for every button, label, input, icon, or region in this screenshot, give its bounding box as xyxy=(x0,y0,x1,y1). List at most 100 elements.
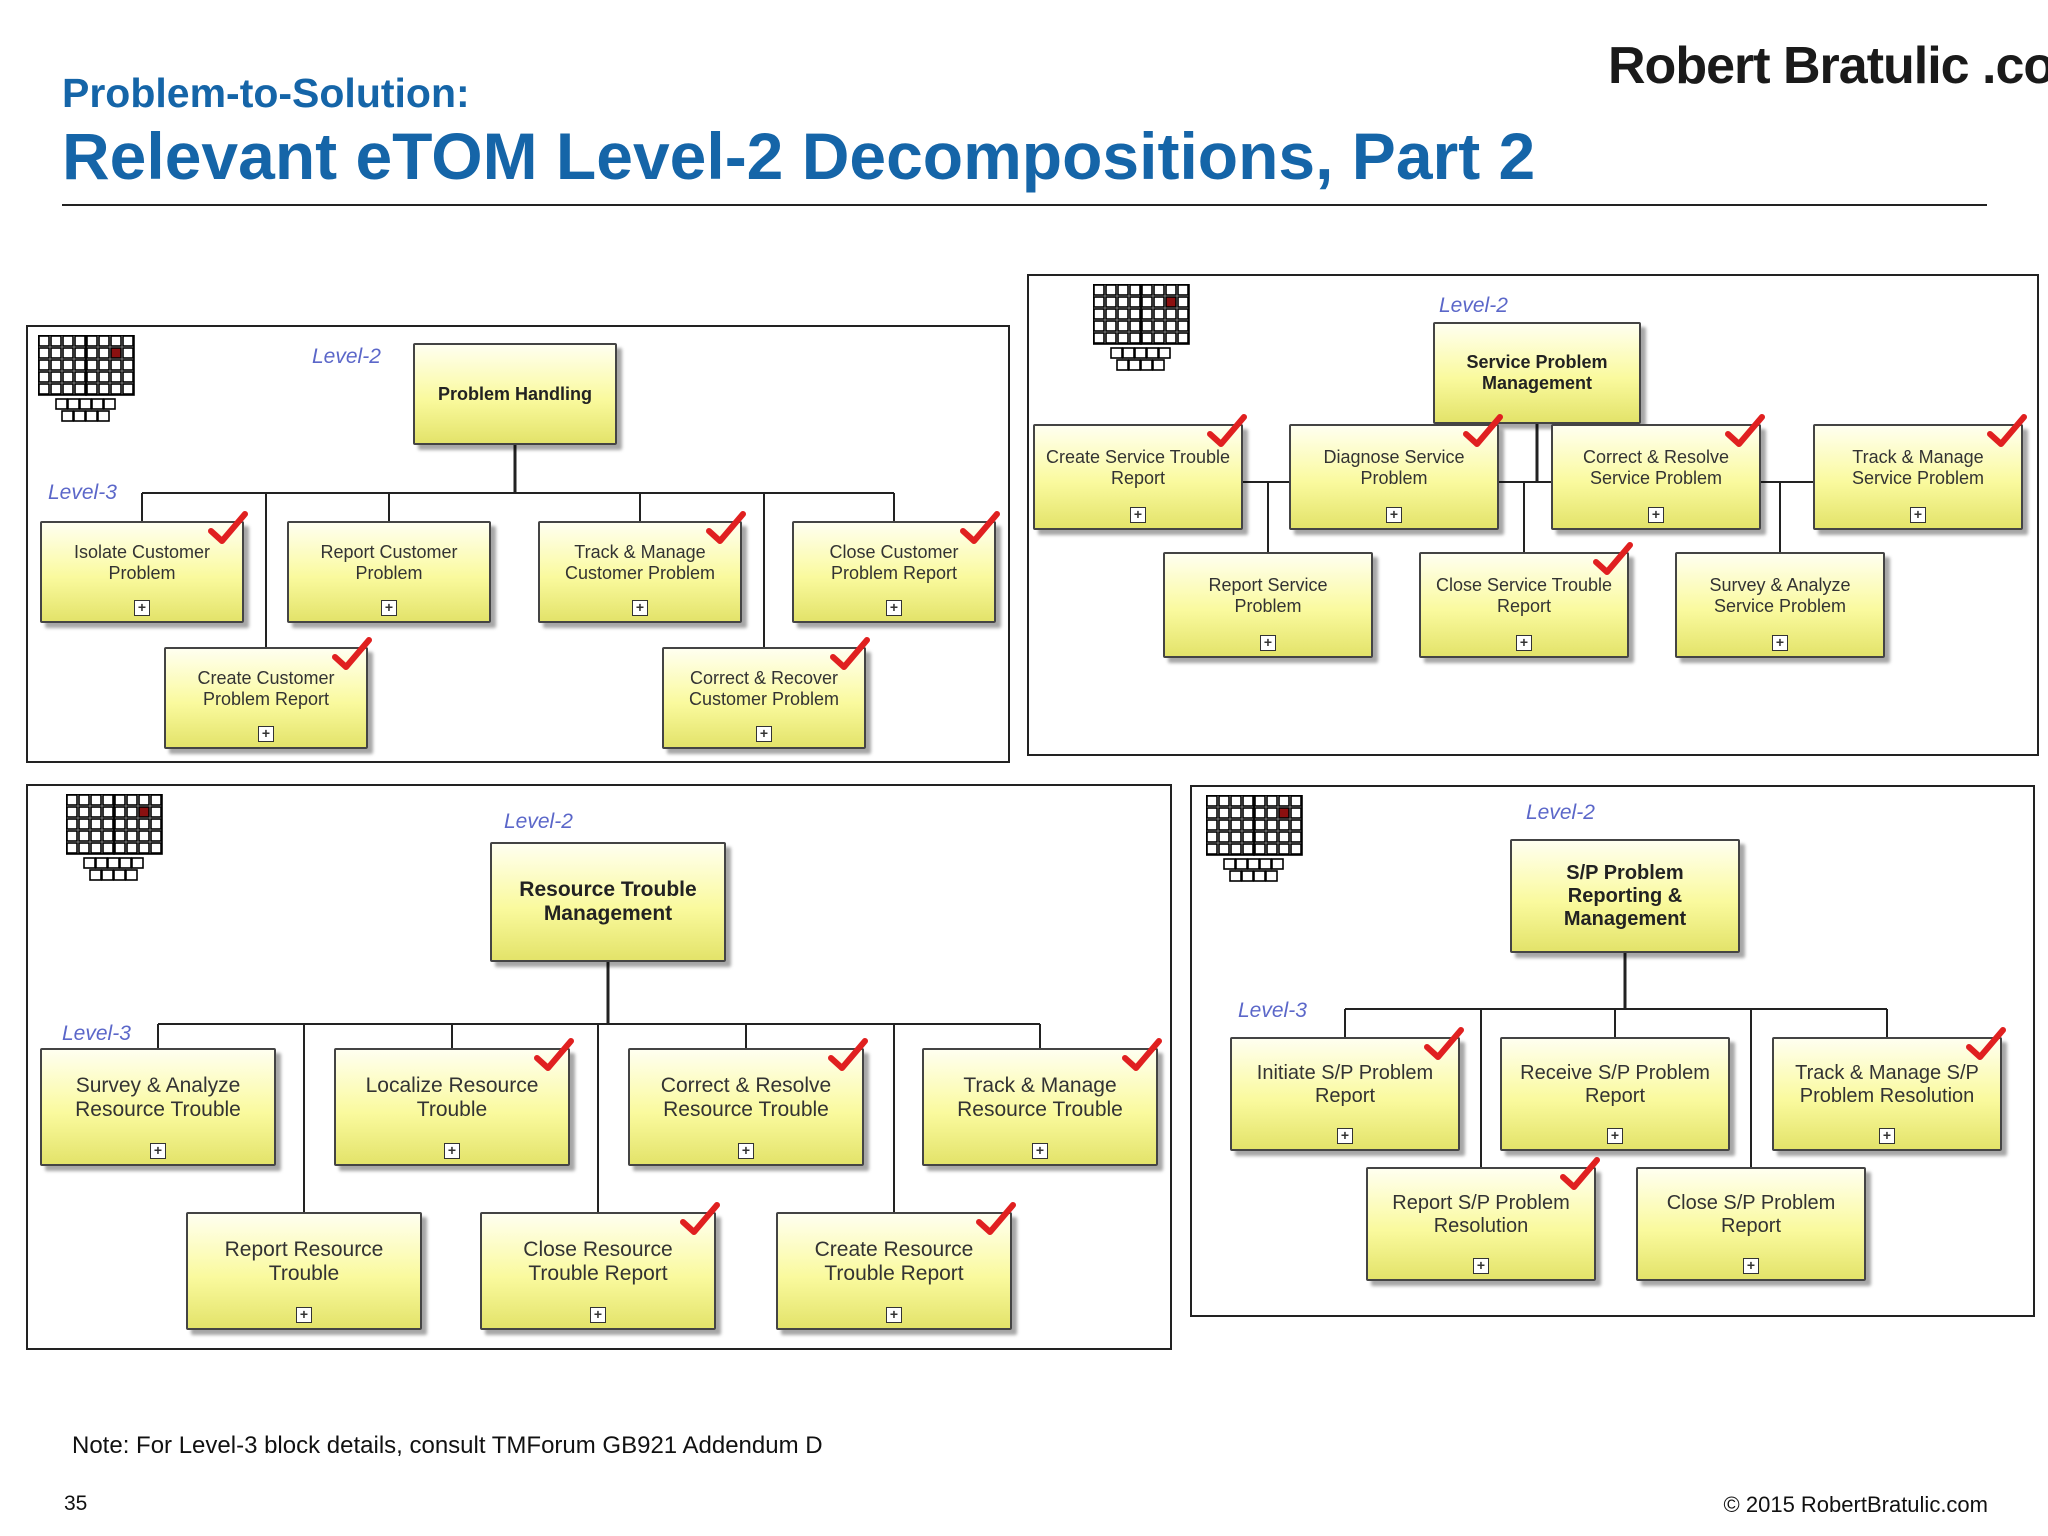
level-3-process-box[interactable]: Track & Manage Resource Trouble+ xyxy=(922,1038,1162,1166)
process-box-label: S/P Problem Reporting & Management xyxy=(1563,861,1687,930)
level-3-process-box[interactable]: Create Service Trouble Report + xyxy=(1033,414,1247,530)
process-box-label: Create Customer Problem Report xyxy=(197,668,335,709)
level-3-process-box[interactable]: Report Resource Trouble + xyxy=(186,1212,422,1330)
slide-subtitle: Problem-to-Solution: xyxy=(62,70,470,116)
red-check-icon xyxy=(1987,414,2027,447)
process-box-label: Track & Manage Service Problem xyxy=(1851,447,1985,488)
level-2-process-box[interactable]: Resource Trouble Management xyxy=(490,842,726,962)
level-3-process-box[interactable]: Close Resource Trouble Report + xyxy=(480,1202,720,1330)
page-number: 35 xyxy=(64,1492,88,1515)
plus-box-icon[interactable]: + xyxy=(1910,507,1926,523)
level-3-process-box[interactable]: Diagnose Service Problem+ xyxy=(1289,414,1503,530)
level-3-label: Level-3 xyxy=(48,481,117,504)
level-3-process-box[interactable]: Survey & Analyze Resource Trouble + xyxy=(40,1048,276,1166)
plus-box-icon[interactable]: + xyxy=(258,726,274,742)
panel-sp-problem-reporting-management: Level-2 Level-3 S/P Problem Reporting & … xyxy=(1190,785,2035,1317)
red-check-icon xyxy=(1122,1038,1162,1071)
process-box-label: Survey & Analyze Resource Trouble xyxy=(75,1073,241,1121)
etom-grid-icon xyxy=(1092,283,1203,381)
plus-box-icon[interactable]: + xyxy=(444,1143,460,1159)
footnote: Note: For Level-3 block details, consult… xyxy=(72,1432,823,1459)
copyright: © 2015 RobertBratulic.com xyxy=(1723,1492,1988,1517)
plus-box-icon[interactable]: + xyxy=(1130,507,1146,523)
process-box-label: Service Problem Management xyxy=(1466,352,1608,393)
level-3-process-box[interactable]: Survey & Analyze Service Problem+ xyxy=(1675,552,1885,658)
process-box-label: Close S/P Problem Report xyxy=(1666,1192,1836,1237)
plus-box-icon[interactable]: + xyxy=(886,1307,902,1323)
plus-box-icon[interactable]: + xyxy=(1648,507,1664,523)
plus-box-icon[interactable]: + xyxy=(381,600,397,616)
plus-box-icon[interactable]: + xyxy=(590,1307,606,1323)
level-3-process-box[interactable]: Close Service Trouble Report+ xyxy=(1419,542,1633,658)
level-2-process-box[interactable]: S/P Problem Reporting & Management xyxy=(1510,839,1740,953)
plus-box-icon[interactable]: + xyxy=(1260,635,1276,651)
level-3-process-box[interactable]: Correct & Resolve Resource Trouble + xyxy=(628,1038,868,1166)
level-3-process-box[interactable]: Receive S/P Problem Report+ xyxy=(1500,1037,1730,1151)
level-3-process-box[interactable]: Initiate S/P Problem Report+ xyxy=(1230,1027,1464,1151)
plus-box-icon[interactable]: + xyxy=(738,1143,754,1159)
process-box-label: Report Customer Problem xyxy=(320,542,458,583)
panel-service-problem-management: Level-2 Level-3 Service Problem Manageme… xyxy=(1027,274,2039,756)
plus-box-icon[interactable]: + xyxy=(756,726,772,742)
red-check-icon xyxy=(1593,542,1633,575)
plus-box-icon[interactable]: + xyxy=(1473,1258,1489,1274)
plus-box-icon[interactable]: + xyxy=(296,1307,312,1323)
process-box-label: Create Service Trouble Report xyxy=(1045,447,1231,488)
level-3-process-box[interactable]: Create Resource Trouble Report+ xyxy=(776,1202,1016,1330)
level-3-process-box[interactable]: Report Service Problem + xyxy=(1163,552,1373,658)
level-2-process-box[interactable]: Service Problem Management xyxy=(1433,322,1641,424)
process-box-label: Correct & Resolve Resource Trouble xyxy=(660,1073,832,1121)
process-box-label: Report S/P Problem Resolution xyxy=(1392,1192,1570,1237)
level-3-process-box[interactable]: Create Customer Problem Report + xyxy=(164,637,372,749)
level-3-process-box[interactable]: Report Customer Problem + xyxy=(287,521,491,623)
level-2-label: Level-2 xyxy=(1439,294,1508,317)
plus-box-icon[interactable]: + xyxy=(1607,1128,1623,1144)
red-check-icon xyxy=(828,1038,868,1071)
level-3-process-box[interactable]: Localize Resource Trouble + xyxy=(334,1038,574,1166)
connector-lines xyxy=(1344,953,1888,1167)
etom-grid-icon xyxy=(65,793,176,891)
plus-box-icon[interactable]: + xyxy=(1386,507,1402,523)
level-3-process-box[interactable]: Close Customer Problem Report + xyxy=(792,511,1000,623)
level-3-process-box[interactable]: Correct & Resolve Service Problem + xyxy=(1551,414,1765,530)
process-box-label: Isolate Customer Problem xyxy=(73,542,211,583)
level-3-process-box[interactable]: Track & Manage Service Problem + xyxy=(1813,414,2027,530)
etom-grid-icon xyxy=(37,334,148,432)
red-check-icon xyxy=(830,637,870,670)
plus-box-icon[interactable]: + xyxy=(632,600,648,616)
plus-box-icon[interactable]: + xyxy=(1772,635,1788,651)
level-3-label: Level-3 xyxy=(1238,999,1307,1022)
process-box-label: Localize Resource Trouble xyxy=(365,1073,539,1121)
plus-box-icon[interactable]: + xyxy=(1032,1143,1048,1159)
level-3-process-box[interactable]: Correct & Recover Customer Problem + xyxy=(662,637,870,749)
level-3-process-box[interactable]: Report S/P Problem Resolution + xyxy=(1366,1157,1600,1281)
connector-lines xyxy=(157,962,1041,1212)
plus-box-icon[interactable]: + xyxy=(1743,1258,1759,1274)
red-check-icon xyxy=(680,1202,720,1235)
process-box-label: Report Resource Trouble xyxy=(224,1237,384,1285)
plus-box-icon[interactable]: + xyxy=(1879,1128,1895,1144)
slide-title: Relevant eTOM Level-2 Decompositions, Pa… xyxy=(62,119,1536,193)
process-box-label: Correct & Recover Customer Problem xyxy=(688,668,840,709)
process-box-label: Problem Handling xyxy=(437,383,592,404)
plus-box-icon[interactable]: + xyxy=(1337,1128,1353,1144)
process-box-label: Close Customer Problem Report xyxy=(829,542,959,583)
process-box-label: Correct & Resolve Service Problem xyxy=(1582,447,1730,488)
red-check-icon xyxy=(1424,1027,1464,1060)
level-3-process-box[interactable]: Track & Manage Customer Problem+ xyxy=(538,511,746,623)
red-check-icon xyxy=(1725,414,1765,447)
brand-logo: Robert Bratulic .com xyxy=(1608,37,2048,95)
level-3-process-box[interactable]: Close S/P Problem Report + xyxy=(1636,1167,1866,1281)
red-check-icon xyxy=(332,637,372,670)
red-check-icon xyxy=(1560,1157,1600,1190)
plus-box-icon[interactable]: + xyxy=(1516,635,1532,651)
etom-grid-icon xyxy=(1205,794,1316,892)
plus-box-icon[interactable]: + xyxy=(886,600,902,616)
plus-box-icon[interactable]: + xyxy=(150,1143,166,1159)
process-box-label: Close Resource Trouble Report xyxy=(523,1237,673,1285)
level-2-process-box[interactable]: Problem Handling xyxy=(413,343,617,445)
level-3-process-box[interactable]: Track & Manage S/P Problem Resolution+ xyxy=(1772,1027,2006,1151)
level-3-process-box[interactable]: Isolate Customer Problem + xyxy=(40,511,248,623)
process-box-label: Report Service Problem xyxy=(1208,575,1328,616)
plus-box-icon[interactable]: + xyxy=(134,600,150,616)
